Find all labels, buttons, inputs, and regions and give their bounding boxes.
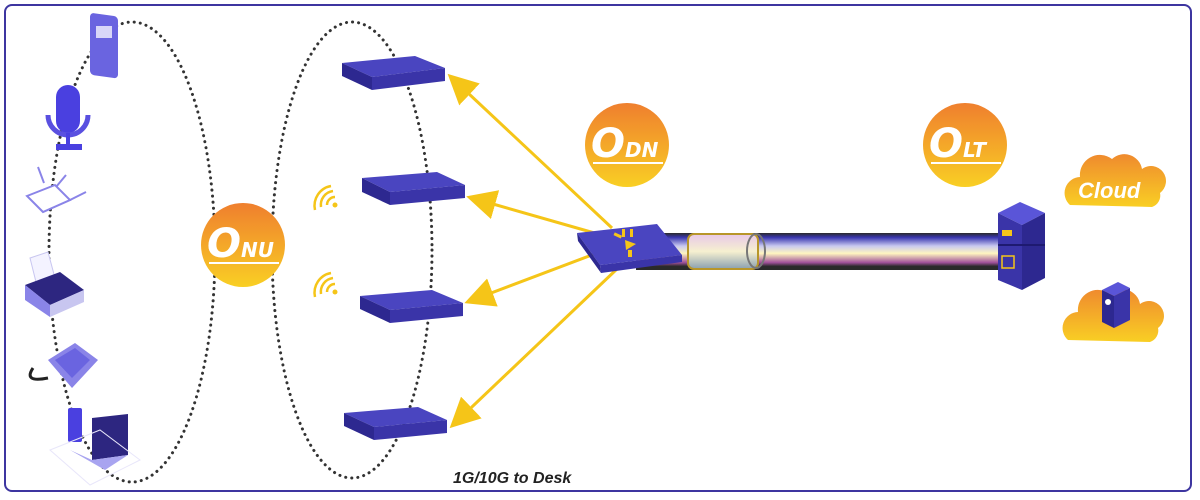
downlink-arrow <box>447 73 614 230</box>
cloud-server-icon <box>1062 282 1164 342</box>
onu-badge-suffix: NU <box>241 238 274 262</box>
wifi-icon <box>313 184 338 211</box>
downlink-arrow <box>466 190 606 238</box>
cloud-icon: Cloud <box>1064 154 1166 207</box>
olt-device <box>998 202 1045 290</box>
cloud-label: Cloud <box>1078 178 1141 203</box>
onu-device-2 <box>362 172 465 205</box>
bandwidth-caption: 1G/10G to Desk <box>453 470 572 487</box>
olt-badge-letter: O <box>929 121 963 167</box>
splitter-light-icon <box>613 229 636 257</box>
odn-badge-suffix: DN <box>625 138 659 162</box>
onu-badge-letter: O <box>207 221 241 267</box>
downlink-arrow <box>464 248 606 307</box>
onu-device-3 <box>360 290 463 323</box>
laptop-icon <box>49 408 141 486</box>
odn-badge: O DN <box>585 103 669 187</box>
microphone-icon <box>45 85 91 150</box>
router-icon <box>25 166 87 214</box>
downlink-arrow <box>449 266 620 429</box>
onu-device-1 <box>342 56 445 90</box>
tablet-icon <box>90 13 118 79</box>
telephone-icon <box>28 343 98 388</box>
odn-badge-letter: O <box>591 121 625 167</box>
onu-device-4 <box>344 407 447 440</box>
printer-icon <box>25 251 84 317</box>
onu-badge: O NU <box>201 203 285 287</box>
fiber-connector <box>687 233 766 270</box>
olt-badge: O LT <box>923 103 1007 187</box>
olt-badge-suffix: LT <box>963 138 987 162</box>
diagram-frame <box>4 4 1192 492</box>
wifi-icon <box>313 271 338 298</box>
splitter-device <box>577 224 682 273</box>
